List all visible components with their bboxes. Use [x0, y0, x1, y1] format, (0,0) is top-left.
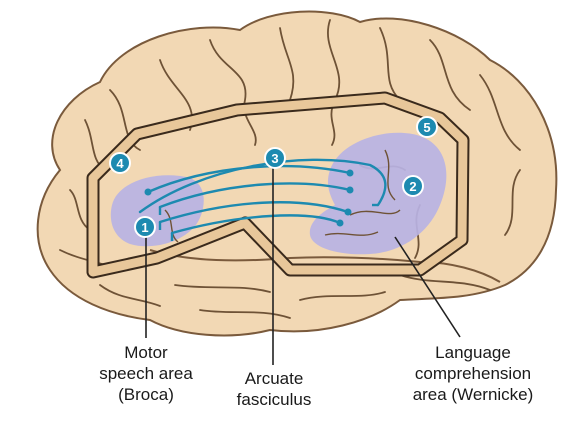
- marker-4-number: 4: [116, 156, 124, 171]
- label-broca-line-3: (Broca): [84, 384, 208, 405]
- label-wernicke: Language comprehension area (Wernicke): [393, 342, 553, 405]
- label-arcuate-line-1: Arcuate: [220, 368, 328, 389]
- label-broca-line-2: speech area: [84, 363, 208, 384]
- marker-3: 3: [265, 148, 285, 168]
- label-arcuate: Arcuate fasciculus: [220, 368, 328, 410]
- label-wernicke-line-3: area (Wernicke): [393, 384, 553, 405]
- label-arcuate-line-2: fasciculus: [220, 389, 328, 410]
- marker-2-number: 2: [409, 179, 416, 194]
- marker-5-number: 5: [423, 120, 430, 135]
- label-wernicke-line-2: comprehension: [393, 363, 553, 384]
- marker-5: 5: [417, 117, 437, 137]
- label-broca-line-1: Motor: [84, 342, 208, 363]
- marker-3-number: 3: [271, 151, 278, 166]
- marker-1: 1: [135, 217, 155, 237]
- marker-2: 2: [403, 176, 423, 196]
- label-broca: Motor speech area (Broca): [84, 342, 208, 405]
- marker-1-number: 1: [141, 220, 148, 235]
- label-wernicke-line-1: Language: [393, 342, 553, 363]
- marker-4: 4: [110, 153, 130, 173]
